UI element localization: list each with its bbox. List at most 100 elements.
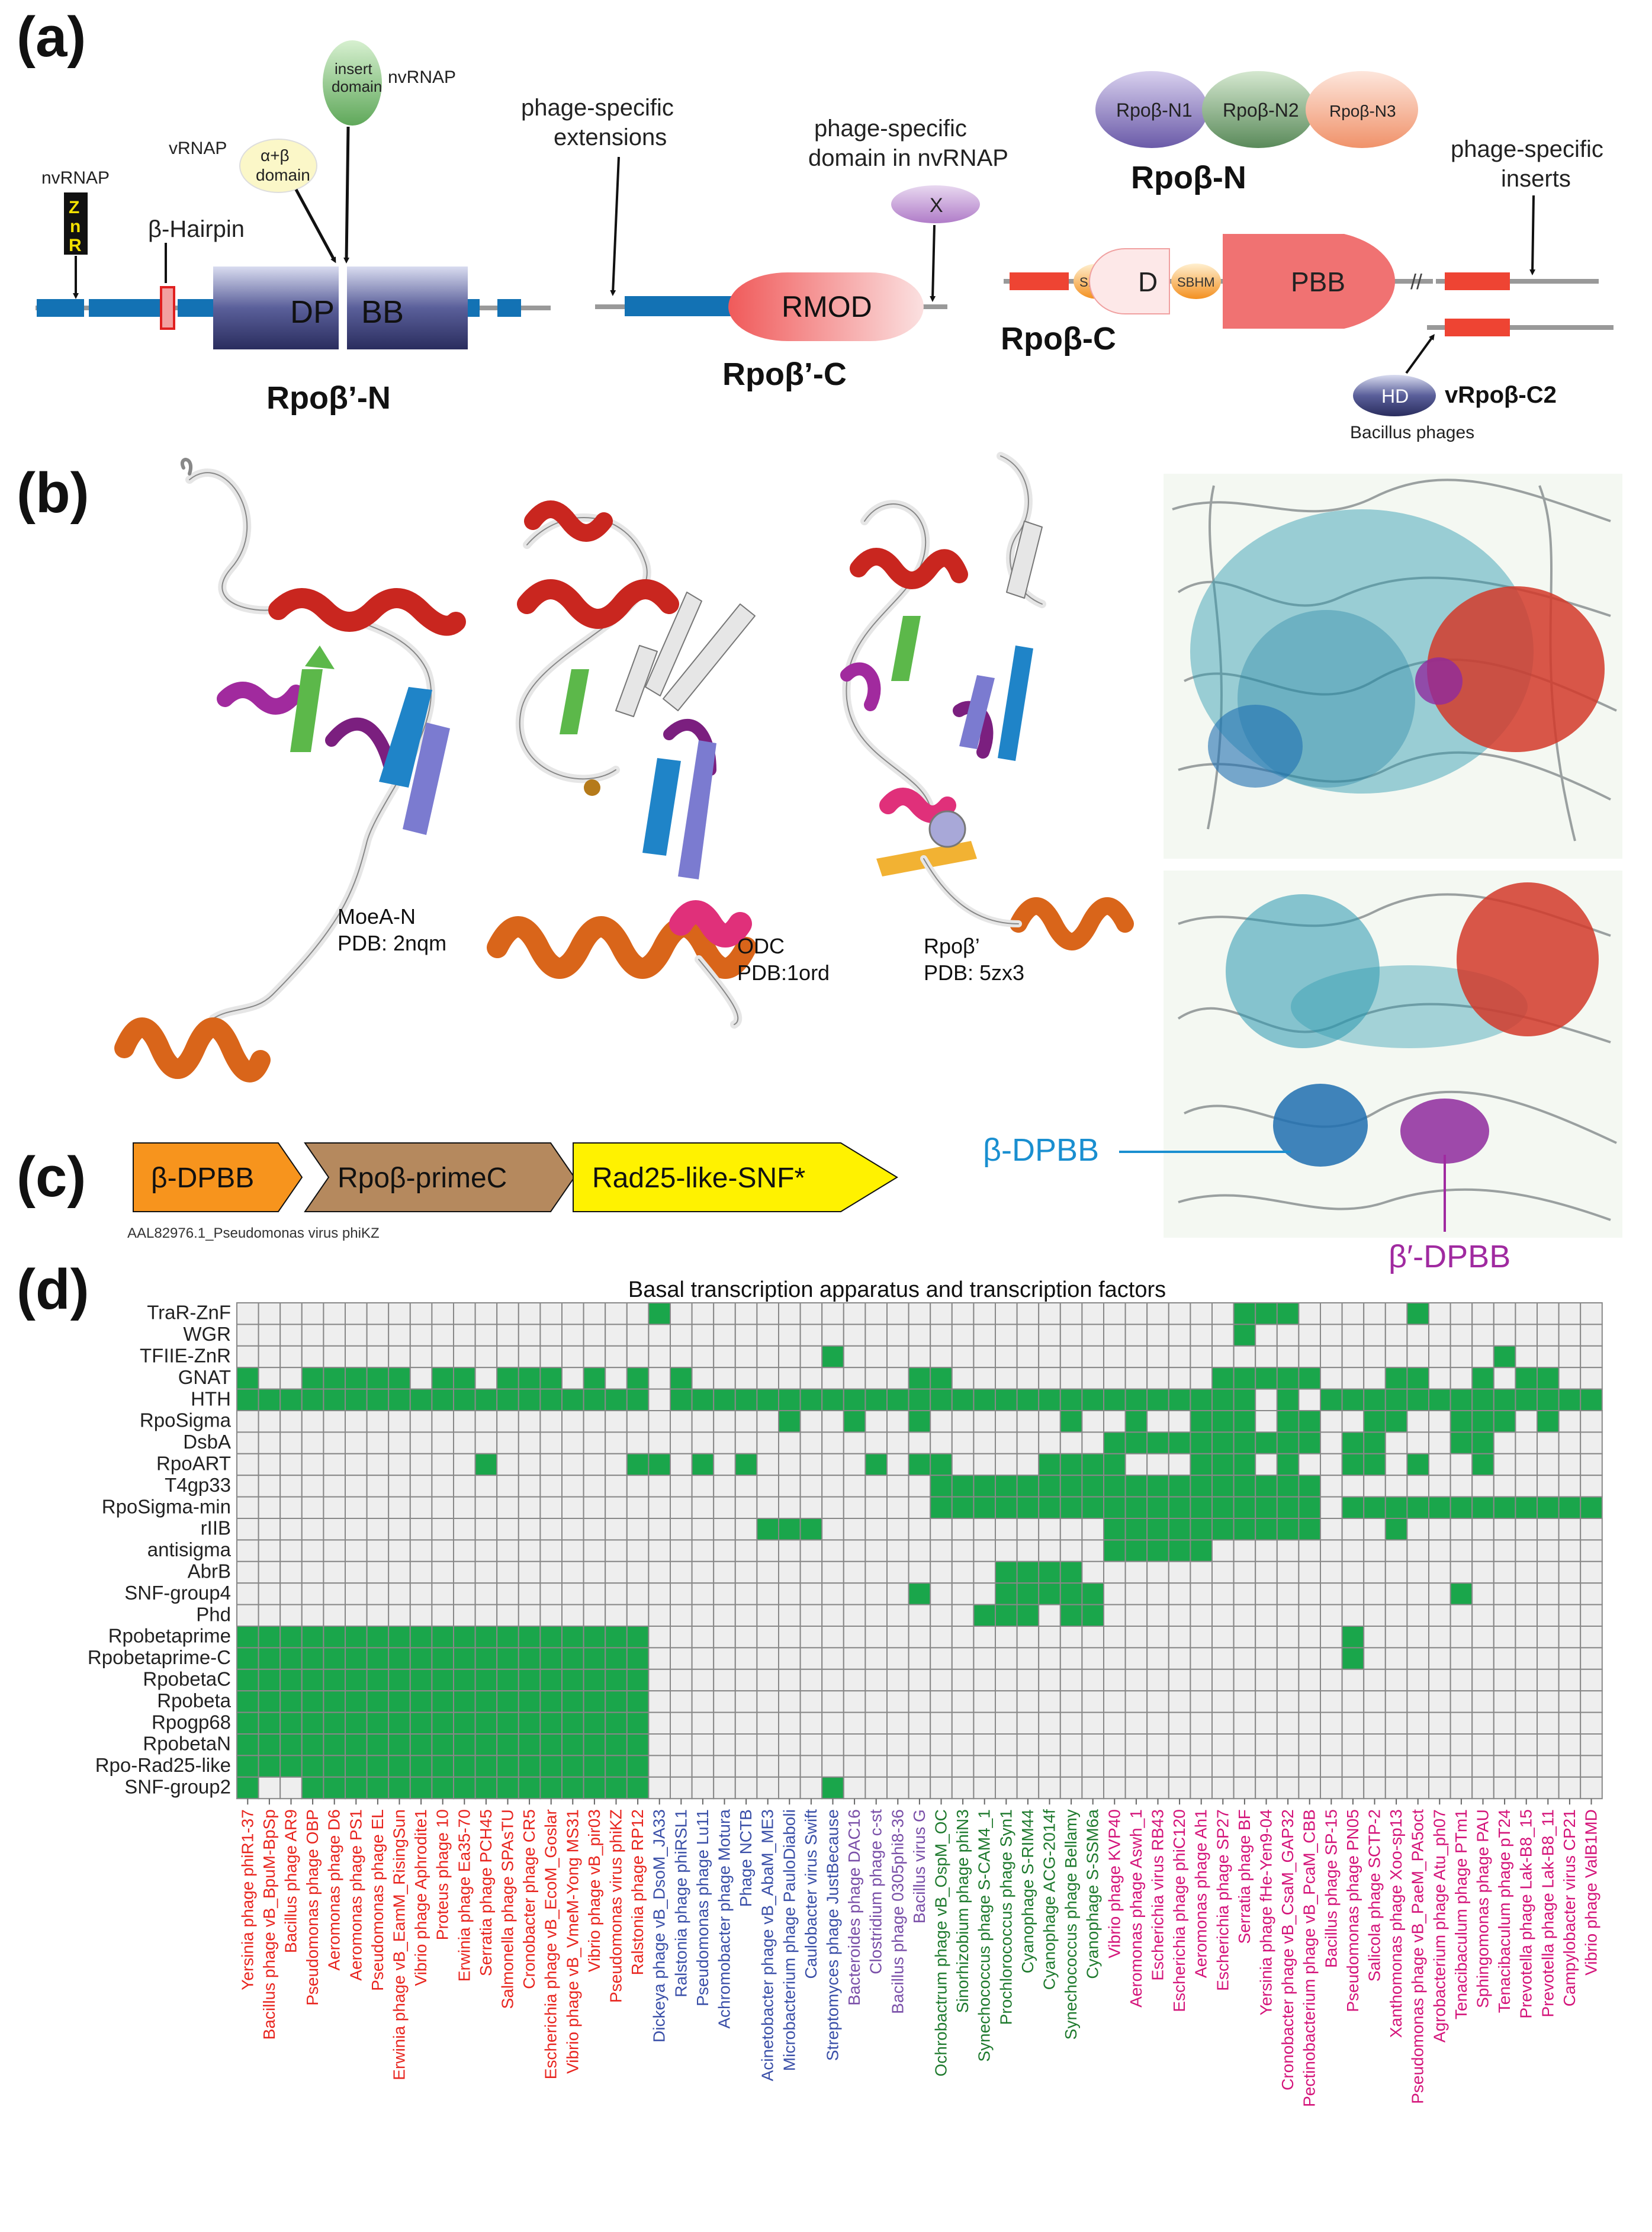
heatmap-cell: [518, 1410, 541, 1433]
heatmap-cell: [1320, 1324, 1343, 1347]
heatmap-cell: [1211, 1324, 1235, 1347]
heatmap-cell: [236, 1668, 259, 1692]
heatmap-cell: [561, 1647, 584, 1670]
heatmap-cell: [648, 1431, 671, 1454]
heatmap-cell: [1168, 1733, 1191, 1756]
heatmap-cell: [518, 1539, 541, 1562]
heatmap-cell: [734, 1582, 758, 1605]
heatmap-cell: [453, 1345, 476, 1369]
heatmap-cell: [1515, 1518, 1538, 1541]
heatmap-cell: [1059, 1582, 1083, 1605]
heatmap-cell: [409, 1388, 433, 1412]
heatmap-cell: [583, 1626, 606, 1649]
heatmap-cell: [1298, 1560, 1321, 1584]
rpob-c-diagram: SBHM D SBHM PBB // phage-specific insert…: [1001, 136, 1614, 442]
heatmap-cell: [1558, 1410, 1582, 1433]
heatmap-cell: [1471, 1345, 1494, 1369]
heatmap-cell: [756, 1668, 780, 1692]
heatmap-cell: [626, 1733, 650, 1756]
heatmap-cell: [1233, 1690, 1256, 1713]
heatmap-cell: [561, 1410, 584, 1433]
heatmap-cell: [431, 1453, 455, 1476]
heatmap-cell: [1558, 1690, 1582, 1713]
heatmap-cell: [995, 1431, 1018, 1454]
heatmap-cell: [670, 1388, 693, 1412]
heatmap-cell: [626, 1410, 650, 1433]
heatmap-cell: [1016, 1755, 1040, 1778]
heatmap-cell: [973, 1755, 997, 1778]
heatmap-cell: [1298, 1626, 1321, 1649]
heatmap-cell: [388, 1345, 411, 1369]
heatmap-cell: [756, 1324, 780, 1347]
heatmap-cell: [648, 1733, 671, 1756]
heatmap-cell: [973, 1711, 997, 1735]
znr-r: R: [69, 236, 82, 255]
heatmap-cell: [886, 1496, 909, 1520]
heatmap-cell: [821, 1582, 844, 1605]
heatmap-cell: [518, 1711, 541, 1735]
heatmap-cell: [864, 1475, 888, 1498]
heatmap-cell: [1038, 1302, 1061, 1325]
heatmap-cell: [518, 1324, 541, 1347]
heatmap-cell: [670, 1345, 693, 1369]
heatmap-cell: [1124, 1668, 1148, 1692]
heatmap-cell: [1515, 1431, 1538, 1454]
heatmap-cell: [670, 1668, 693, 1692]
heatmap-cell: [1384, 1647, 1408, 1670]
heatmap-cell: [1298, 1733, 1321, 1756]
heatmap-cell: [1515, 1733, 1538, 1756]
heatmap-cell: [734, 1560, 758, 1584]
heatmap-cell: [843, 1431, 866, 1454]
heatmap-cell: [930, 1647, 953, 1670]
heatmap-cell: [778, 1755, 801, 1778]
heatmap-cell: [1190, 1560, 1213, 1584]
heatmap-cell: [539, 1388, 563, 1412]
heatmap-cell: [756, 1410, 780, 1433]
heatmap-cell: [345, 1604, 368, 1627]
heatmap-cell: [323, 1475, 346, 1498]
heatmap-cell: [1190, 1367, 1213, 1390]
heatmap-cell: [1406, 1647, 1429, 1670]
hairpin-label: β-Hairpin: [148, 216, 245, 242]
gene1-label: β-DPBB: [151, 1162, 254, 1194]
heatmap-cell: [431, 1668, 455, 1692]
heatmap-cell: [734, 1604, 758, 1627]
heatmap-cell: [778, 1496, 801, 1520]
heatmap-col-label: Pectinobacterium phage vB_PcaM_CBB: [1300, 1809, 1319, 2107]
hd-label: HD: [1381, 386, 1409, 407]
heatmap-cell: [301, 1755, 324, 1778]
heatmap-cell: [561, 1453, 584, 1476]
heatmap-cell: [561, 1668, 584, 1692]
heatmap-cell: [258, 1496, 281, 1520]
heatmap-cell: [821, 1711, 844, 1735]
heatmap-cell: [886, 1410, 909, 1433]
heatmap-cell: [1255, 1367, 1278, 1390]
heatmap-cell: [1320, 1539, 1343, 1562]
heatmap-cell: [821, 1453, 844, 1476]
heatmap-col-label: Erwinia phage vB_EamM_RisingSun: [390, 1809, 409, 2080]
heatmap-cell: [1471, 1324, 1494, 1347]
heatmap-cell: [1124, 1626, 1148, 1649]
heatmap-cell: [388, 1776, 411, 1800]
heatmap-cell: [1103, 1647, 1126, 1670]
heatmap-cell: [518, 1690, 541, 1713]
heatmap-cell: [1146, 1626, 1169, 1649]
heatmap-cell: [778, 1668, 801, 1692]
heatmap-cell: [1059, 1496, 1083, 1520]
heatmap-cell: [799, 1431, 823, 1454]
heatmap-cell: [236, 1496, 259, 1520]
heatmap-cell: [1255, 1690, 1278, 1713]
heatmap-cell: [258, 1560, 281, 1584]
heatmap-cell: [583, 1345, 606, 1369]
heatmap-cell: [648, 1410, 671, 1433]
heatmap-cell: [1428, 1755, 1451, 1778]
heatmap-cell: [1146, 1647, 1169, 1670]
rpobprime-n-title: Rpoβ’-N: [266, 380, 391, 416]
heatmap-cell: [1103, 1453, 1126, 1476]
heatmap-cell: [1449, 1302, 1473, 1325]
heatmap-cell: [843, 1690, 866, 1713]
break-mark: //: [1410, 269, 1422, 294]
heatmap-cell: [843, 1496, 866, 1520]
heatmap-cell: [973, 1367, 997, 1390]
gene-arrow-rad25-like-snf: [573, 1142, 898, 1212]
